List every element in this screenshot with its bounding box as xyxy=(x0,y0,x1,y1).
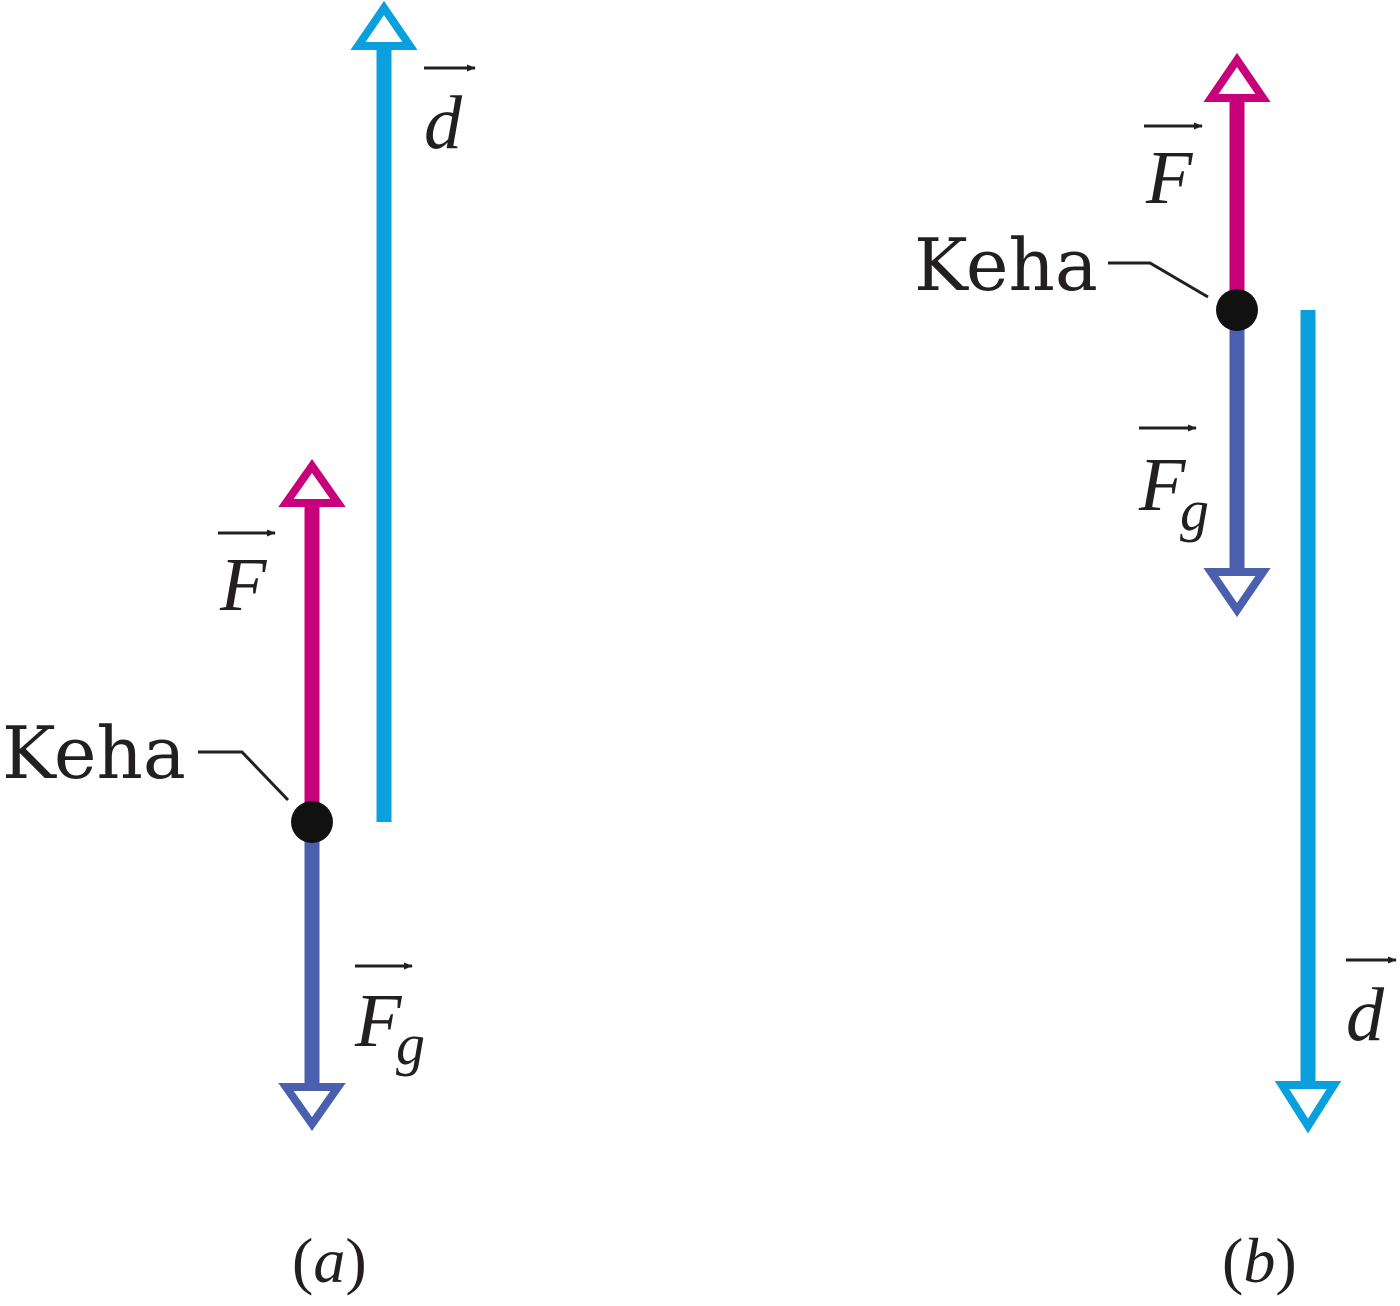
panel-a-body-dot xyxy=(291,801,333,843)
panel-a-force-label: F xyxy=(219,543,268,627)
panel-b-displacement-label: d xyxy=(1346,973,1385,1057)
panel-b-caption: (b) xyxy=(1222,1225,1297,1296)
panel-a-gravity-subscript: g xyxy=(396,1012,425,1077)
panel-b-body-label: Keha xyxy=(914,223,1098,307)
panel-a-force-arrow xyxy=(278,459,346,822)
panel-a-caption-letter: a xyxy=(313,1225,345,1296)
panel-b-force-head xyxy=(1203,52,1271,102)
panel-a-gravity-arrow xyxy=(278,822,346,1131)
panel-b-caption-open: ( xyxy=(1222,1225,1243,1296)
panel-b-force-arrow xyxy=(1203,52,1271,310)
panel-b-body-dot xyxy=(1216,289,1258,331)
panel-b-gravity-label: F xyxy=(1138,443,1187,527)
panel-a-caption-close: ) xyxy=(345,1225,366,1296)
panel-a-gravity-label: F xyxy=(354,979,403,1063)
panel-a-caption-open: ( xyxy=(292,1225,313,1296)
panel-a-body-label: Keha xyxy=(2,711,186,795)
panel-b-caption-close: ) xyxy=(1275,1225,1296,1296)
panel-b: Keha F F g d (b) xyxy=(914,52,1397,1296)
panel-a-displacement-label: d xyxy=(424,81,463,165)
panel-a-displacement-arrow xyxy=(350,0,418,822)
panel-a-displacement-head xyxy=(350,0,418,50)
panel-b-gravity-subscript: g xyxy=(1180,478,1209,543)
panel-b-displacement-head xyxy=(1274,1081,1342,1134)
panel-a-gravity-head xyxy=(278,1083,346,1131)
panel-b-force-label: F xyxy=(1145,136,1194,220)
panel-b-body-leader xyxy=(1108,261,1209,299)
panel-b-gravity-head xyxy=(1203,568,1271,618)
panel-a: Keha F F g d (a) xyxy=(2,0,476,1296)
panel-a-force-head xyxy=(278,459,346,507)
panel-b-caption-letter: b xyxy=(1243,1225,1275,1296)
panel-b-gravity-arrow xyxy=(1203,310,1271,618)
panel-b-displacement-arrow xyxy=(1274,310,1342,1134)
panel-a-caption: (a) xyxy=(292,1225,367,1296)
panel-a-body-leader xyxy=(198,750,290,802)
